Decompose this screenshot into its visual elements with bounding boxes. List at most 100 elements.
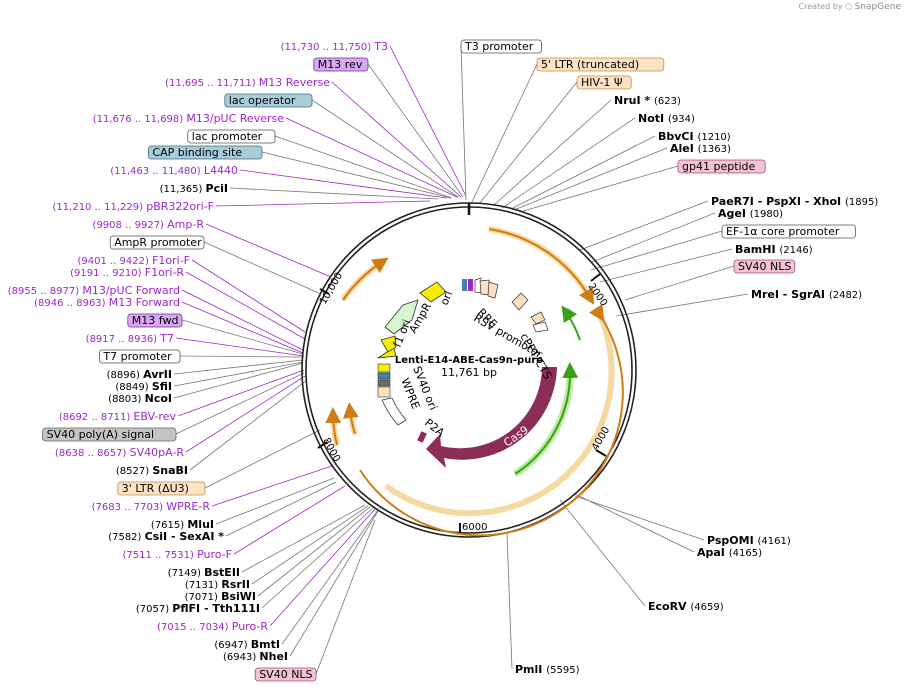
primer-label[interactable]: (8917 .. 8936) T7 bbox=[86, 332, 174, 345]
enzyme-label[interactable]: (6943) NheI bbox=[223, 650, 288, 663]
primer-label[interactable]: (9191 .. 9210) F1ori-R bbox=[70, 266, 184, 279]
annotation-labels[interactable]: (11,730 .. 11,750) T3 M13 rev (11,695 .. 1… bbox=[8, 39, 879, 682]
feature-name: M13 rev bbox=[318, 58, 363, 71]
enzyme-text: PspOMI (4161) bbox=[707, 534, 791, 547]
ring-features bbox=[325, 226, 624, 537]
leader-lines bbox=[173, 45, 749, 675]
enzyme-text: AgeI (1980) bbox=[718, 207, 783, 220]
enzyme-label[interactable]: ApaI (4165) bbox=[697, 546, 762, 559]
enzyme-label[interactable]: EcoRV (4659) bbox=[648, 600, 724, 613]
primer-text: (8955 .. 8977) M13/pUC Forward bbox=[8, 284, 180, 297]
enzyme-label[interactable]: AgeI (1980) bbox=[718, 207, 783, 220]
enzyme-text: BamHI (2146) bbox=[735, 243, 813, 256]
feature-label[interactable]: 5' LTR (truncated) bbox=[536, 57, 665, 72]
enzyme-text: MreI - SgrAI (2482) bbox=[751, 288, 862, 301]
feature-name: 3' LTR (ΔU3) bbox=[122, 482, 189, 495]
enzyme-label[interactable]: PmlI (5595) bbox=[515, 663, 580, 676]
enzyme-label[interactable]: (6947) BmtI bbox=[214, 638, 280, 651]
primer-label[interactable]: (8638 .. 8657) SV40pA-R bbox=[55, 446, 184, 459]
feature-label[interactable]: SV40 poly(A) signal bbox=[42, 427, 177, 442]
primer-text: (11,463 .. 11,480) L4440 bbox=[110, 164, 238, 177]
feature-label[interactable]: gp41 peptide bbox=[677, 159, 766, 174]
enzyme-label[interactable]: NotI (934) bbox=[638, 112, 695, 125]
enzyme-label[interactable]: MreI - SgrAI (2482) bbox=[751, 288, 862, 301]
snapgene-logo-icon: ⬡ bbox=[845, 2, 853, 11]
label-ori: ori bbox=[438, 289, 455, 307]
enzyme-label[interactable]: AleI (1363) bbox=[670, 142, 731, 155]
enzyme-label[interactable]: (7149) BstEII bbox=[168, 566, 240, 579]
enzyme-text: AleI (1363) bbox=[670, 142, 731, 155]
primer-text: (7683 .. 7703) WPRE-R bbox=[92, 500, 211, 513]
enzyme-label[interactable]: (7131) RsrII bbox=[185, 578, 250, 591]
feature-label[interactable]: CAP binding site bbox=[147, 145, 263, 160]
enzyme-label[interactable]: (11,365) PciI bbox=[160, 182, 228, 195]
feature-label[interactable]: HIV-1 Ψ bbox=[576, 75, 632, 90]
enzyme-text: BbvCI (1210) bbox=[658, 130, 731, 143]
feature-label[interactable]: lac operator bbox=[224, 93, 313, 108]
feature-label[interactable]: SV40 NLS bbox=[254, 667, 317, 682]
plasmid-name: Lenti-E14-ABE-Cas9n-puro bbox=[395, 355, 543, 366]
primer-label[interactable]: (8946 .. 8963) M13 Forward bbox=[34, 296, 180, 309]
enzyme-text: PmlI (5595) bbox=[515, 663, 580, 676]
enzyme-text: (7582) CsiI - SexAI * bbox=[108, 530, 224, 543]
primer-text: (7511 .. 7531) Puro-F bbox=[122, 548, 232, 561]
enzyme-text: (11,365) PciI bbox=[160, 182, 228, 195]
enzyme-label[interactable]: BbvCI (1210) bbox=[658, 130, 731, 143]
enzyme-text: PaeR7I - PspXI - XhoI (1895) bbox=[711, 195, 878, 208]
primer-text: (8946 .. 8963) M13 Forward bbox=[34, 296, 180, 309]
primer-label[interactable]: (11,730 .. 11,750) T3 bbox=[281, 40, 388, 53]
primer-label[interactable]: (11,210 .. 11,229) pBR322ori-F bbox=[53, 200, 214, 213]
enzyme-label[interactable]: (7615) MluI bbox=[151, 518, 214, 531]
primer-label[interactable]: (8692 .. 8711) EBV-rev bbox=[59, 410, 177, 423]
primer-label[interactable]: (11,463 .. 11,480) L4440 bbox=[110, 164, 238, 177]
primer-text: (9191 .. 9210) F1ori-R bbox=[70, 266, 184, 279]
primer-label[interactable]: (11,676 .. 11,698) M13/pUC Reverse bbox=[93, 112, 285, 125]
feature-label[interactable]: SV40 NLS bbox=[733, 259, 796, 274]
primer-label[interactable]: (9401 .. 9422) F1ori-F bbox=[77, 254, 190, 267]
primer-label[interactable]: (7015 .. 7034) Puro-R bbox=[157, 620, 268, 633]
feature-label[interactable]: lac promoter bbox=[187, 129, 276, 144]
feature-name: SV40 NLS bbox=[259, 668, 312, 681]
primer-label[interactable]: (9908 .. 9927) Amp-R bbox=[93, 218, 205, 231]
primer-text: (8692 .. 8711) EBV-rev bbox=[59, 410, 177, 423]
enzyme-text: (8849) SfiI bbox=[115, 380, 172, 393]
enzyme-label[interactable]: (8803) NcoI bbox=[108, 392, 172, 405]
enzyme-text: (8896) AvrII bbox=[107, 368, 172, 381]
enzyme-label[interactable]: (8527) SnaBI bbox=[116, 464, 188, 477]
feature-name: M13 fwd bbox=[132, 314, 179, 327]
snapgene-brand-name: SnapGene bbox=[854, 2, 901, 12]
primer-text: (11,695 .. 11,711) M13 Reverse bbox=[165, 76, 330, 89]
primer-text: (9401 .. 9422) F1ori-F bbox=[77, 254, 190, 267]
enzyme-label[interactable]: (7057) PflFI - Tth111I bbox=[136, 602, 260, 615]
primer-text: (11,730 .. 11,750) T3 bbox=[281, 40, 388, 53]
primer-label[interactable]: (7683 .. 7703) WPRE-R bbox=[92, 500, 211, 513]
feature-label[interactable]: T7 promoter bbox=[99, 349, 181, 364]
plasmid-size: 11,761 bp bbox=[441, 366, 497, 379]
feature-name: T3 promoter bbox=[464, 40, 534, 53]
enzyme-text: (7615) MluI bbox=[151, 518, 214, 531]
enzyme-text: (8803) NcoI bbox=[108, 392, 172, 405]
primer-label[interactable]: (7511 .. 7531) Puro-F bbox=[122, 548, 232, 561]
primer-label[interactable]: (8955 .. 8977) M13/pUC Forward bbox=[8, 284, 180, 297]
enzyme-label[interactable]: (7071) BsiWI bbox=[185, 590, 256, 603]
enzyme-label[interactable]: BamHI (2146) bbox=[735, 243, 813, 256]
feature-label[interactable]: T3 promoter bbox=[460, 39, 542, 54]
enzyme-text: (7057) PflFI - Tth111I bbox=[136, 602, 260, 615]
feature-name: T7 promoter bbox=[102, 350, 172, 363]
enzyme-label[interactable]: (7582) CsiI - SexAI * bbox=[108, 530, 224, 543]
primer-label[interactable]: (11,695 .. 11,711) M13 Reverse bbox=[165, 76, 330, 89]
inner-features bbox=[377, 277, 557, 468]
feature-label[interactable]: 3' LTR (ΔU3) bbox=[117, 481, 206, 496]
enzyme-label[interactable]: NruI * (623) bbox=[614, 94, 681, 107]
feature-name: gp41 peptide bbox=[682, 160, 756, 173]
enzyme-label[interactable]: PaeR7I - PspXI - XhoI (1895) bbox=[711, 195, 878, 208]
feature-label[interactable]: AmpR promoter bbox=[109, 235, 205, 250]
feature-label[interactable]: M13 rev bbox=[313, 57, 369, 72]
enzyme-text: (7131) RsrII bbox=[185, 578, 250, 591]
enzyme-label[interactable]: PspOMI (4161) bbox=[707, 534, 791, 547]
feature-label[interactable]: M13 fwd bbox=[127, 313, 183, 328]
enzyme-label[interactable]: (8849) SfiI bbox=[115, 380, 172, 393]
feature-label[interactable]: EF-1α core promoter bbox=[721, 224, 856, 239]
enzyme-label[interactable]: (8896) AvrII bbox=[107, 368, 172, 381]
